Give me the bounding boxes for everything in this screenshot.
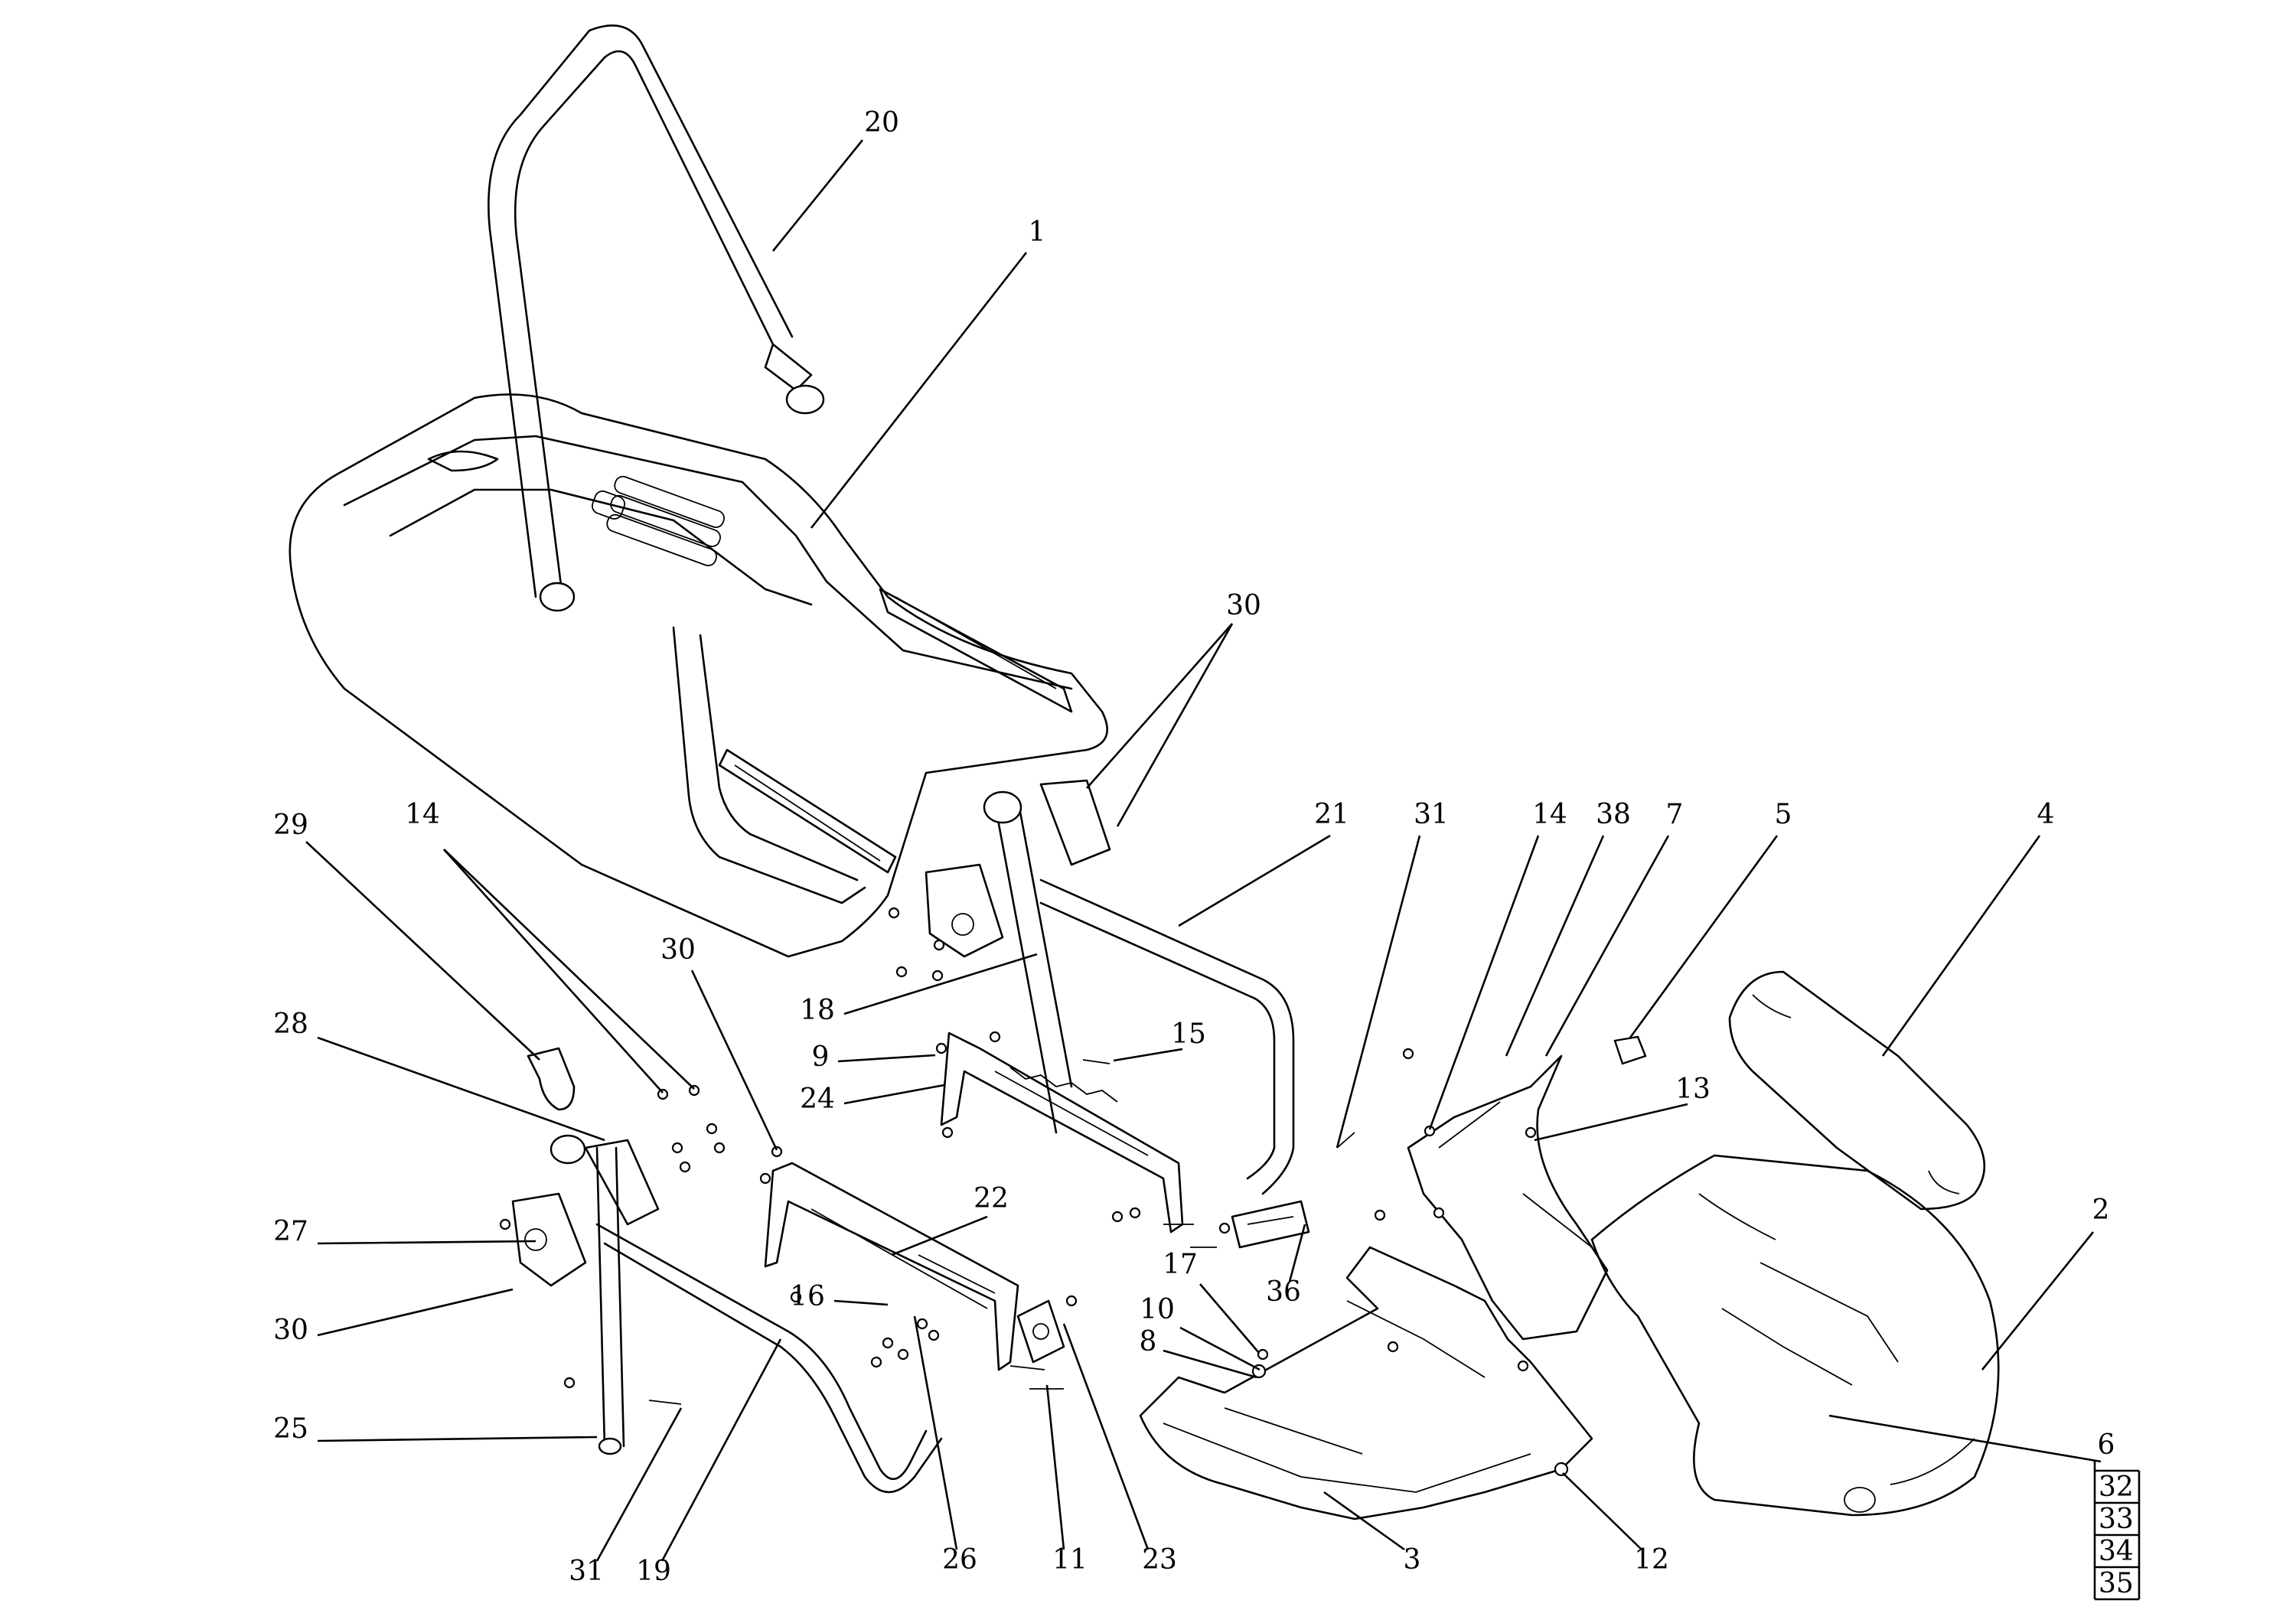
- callout-16: 16: [790, 1281, 825, 1312]
- callout-17: 17: [1163, 1249, 1198, 1280]
- footboard-part: [1139, 1246, 1593, 1520]
- callout-7: 7: [1666, 799, 1684, 830]
- callout-19: 19: [636, 1556, 671, 1587]
- frame-upright-part: [925, 779, 1111, 1134]
- bracket-36-part: [1231, 1200, 1310, 1249]
- callout-25: 25: [273, 1413, 308, 1445]
- bracket-22-part: [764, 1162, 1019, 1371]
- roll-bar-part: [488, 24, 825, 612]
- latch-28-part: [511, 1139, 660, 1287]
- callout-9: 9: [812, 1041, 830, 1073]
- leader-lines: [305, 139, 2102, 1562]
- frame-bar-right-part: [1039, 878, 1295, 1195]
- callout-31: 31: [1414, 799, 1449, 830]
- callout-8: 8: [1140, 1326, 1157, 1357]
- hood-vents: [591, 475, 725, 567]
- callout-31: 31: [569, 1556, 604, 1587]
- kit-box-item-33: 33: [2099, 1504, 2134, 1535]
- frame-bar-left-part: [550, 1134, 943, 1494]
- callout-1: 1: [1029, 217, 1046, 248]
- kit-box-item-34: 34: [2099, 1536, 2134, 1567]
- callout-4: 4: [2037, 799, 2055, 830]
- bracket-24-part: [940, 1031, 1184, 1234]
- hood-panel-4-part: [1728, 970, 1986, 1211]
- plate-23-part: [1016, 1299, 1065, 1364]
- callout-6: 6: [2098, 1429, 2115, 1461]
- callout-24: 24: [800, 1084, 835, 1115]
- callout-29: 29: [273, 810, 308, 841]
- callout-12: 12: [1634, 1544, 1669, 1576]
- callout-26: 26: [942, 1544, 977, 1576]
- callout-21: 21: [1314, 799, 1349, 830]
- callout-30: 30: [273, 1315, 308, 1346]
- callout-5: 5: [1775, 799, 1792, 830]
- side-panel-part: [1407, 1054, 1609, 1341]
- callout-28: 28: [273, 1009, 308, 1040]
- hood-body-part: [289, 393, 1108, 958]
- callout-13: 13: [1675, 1074, 1711, 1105]
- callout-30: 30: [660, 934, 696, 966]
- callout-30: 30: [1226, 590, 1261, 621]
- callout-11: 11: [1052, 1544, 1088, 1576]
- callout-20: 20: [864, 107, 899, 139]
- callout-14: 14: [1532, 799, 1567, 830]
- callout-15: 15: [1171, 1018, 1206, 1050]
- knob-5-part: [1613, 1035, 1647, 1065]
- callout-3: 3: [1404, 1544, 1421, 1576]
- front-cowl-part: [1590, 1154, 2000, 1517]
- callout-36: 36: [1266, 1276, 1301, 1308]
- kit-box: 32 33 34 35: [2093, 1460, 2141, 1601]
- kit-box-item-32: 32: [2099, 1471, 2134, 1503]
- callout-10: 10: [1140, 1294, 1175, 1325]
- callout-18: 18: [800, 995, 835, 1026]
- hardware-fasteners: [499, 907, 1569, 1477]
- callout-22: 22: [974, 1183, 1009, 1214]
- callout-38: 38: [1596, 799, 1631, 830]
- callout-14: 14: [405, 799, 440, 830]
- callout-23: 23: [1142, 1544, 1177, 1576]
- callout-2: 2: [2092, 1194, 2110, 1226]
- kit-box-item-35: 35: [2099, 1568, 2134, 1599]
- callout-27: 27: [273, 1216, 308, 1247]
- handle-29-part: [527, 1047, 576, 1111]
